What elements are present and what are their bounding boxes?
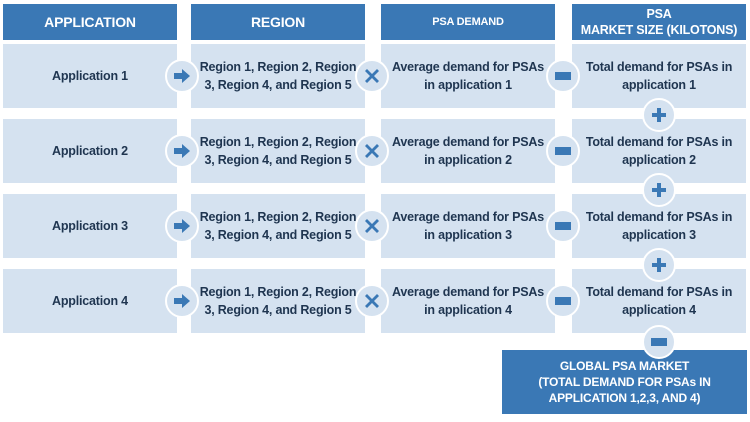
equals-operator	[546, 134, 580, 168]
arrow-operator	[165, 134, 199, 168]
application-cell: Application 2	[3, 119, 177, 183]
region-cell: Region 1, Region 2, Region 3, Region 4, …	[191, 119, 365, 183]
plus-icon	[652, 258, 666, 272]
plus-icon	[652, 108, 666, 122]
application-cell: Application 4	[3, 269, 177, 333]
application-cell: Application 1	[3, 44, 177, 108]
multiply-icon	[365, 69, 379, 83]
plus-operator	[642, 98, 676, 132]
arrow-right-icon	[174, 69, 190, 83]
equals-icon	[555, 222, 571, 230]
plus-operator	[642, 173, 676, 207]
header-region: REGION	[191, 4, 365, 40]
plus-icon	[652, 183, 666, 197]
global-psa-market-box: GLOBAL PSA MARKET (TOTAL DEMAND FOR PSAs…	[502, 350, 747, 414]
demand-cell: Average demand for PSAs in application 3	[381, 194, 555, 258]
arrow-right-icon	[174, 219, 190, 233]
header-psa-demand: PSA DEMAND	[381, 4, 555, 40]
demand-cell: Average demand for PSAs in application 2	[381, 119, 555, 183]
multiply-icon	[365, 294, 379, 308]
region-cell: Region 1, Region 2, Region 3, Region 4, …	[191, 194, 365, 258]
multiply-operator	[355, 209, 389, 243]
global-line2: (TOTAL DEMAND FOR PSAs IN	[538, 375, 711, 389]
multiply-icon	[365, 144, 379, 158]
region-cell: Region 1, Region 2, Region 3, Region 4, …	[191, 44, 365, 108]
plus-operator	[642, 248, 676, 282]
multiply-operator	[355, 59, 389, 93]
total-cell: Total demand for PSAs in application 1	[572, 44, 746, 108]
multiply-icon	[365, 219, 379, 233]
header-market-size-line1: PSA	[646, 7, 672, 21]
equals-icon	[555, 72, 571, 80]
equals-operator-global	[642, 325, 676, 359]
demand-cell: Average demand for PSAs in application 1	[381, 44, 555, 108]
application-cell: Application 3	[3, 194, 177, 258]
region-cell: Region 1, Region 2, Region 3, Region 4, …	[191, 269, 365, 333]
multiply-operator	[355, 134, 389, 168]
equals-icon	[555, 147, 571, 155]
demand-cell: Average demand for PSAs in application 4	[381, 269, 555, 333]
header-market-size-line2: MARKET SIZE (KILOTONS)	[580, 23, 738, 37]
arrow-right-icon	[174, 294, 190, 308]
arrow-right-icon	[174, 144, 190, 158]
multiply-operator	[355, 284, 389, 318]
global-line3: APPLICATION 1,2,3, AND 4)	[548, 391, 701, 405]
arrow-operator	[165, 284, 199, 318]
arrow-operator	[165, 59, 199, 93]
arrow-operator	[165, 209, 199, 243]
equals-operator	[546, 284, 580, 318]
header-market-size: PSA MARKET SIZE (KILOTONS)	[572, 4, 746, 40]
equals-operator	[546, 209, 580, 243]
total-cell: Total demand for PSAs in application 2	[572, 119, 746, 183]
equals-icon	[555, 297, 571, 305]
equals-operator	[546, 59, 580, 93]
equals-icon	[651, 338, 667, 346]
global-line1: GLOBAL PSA MARKET	[559, 359, 690, 373]
header-application: APPLICATION	[3, 4, 177, 40]
